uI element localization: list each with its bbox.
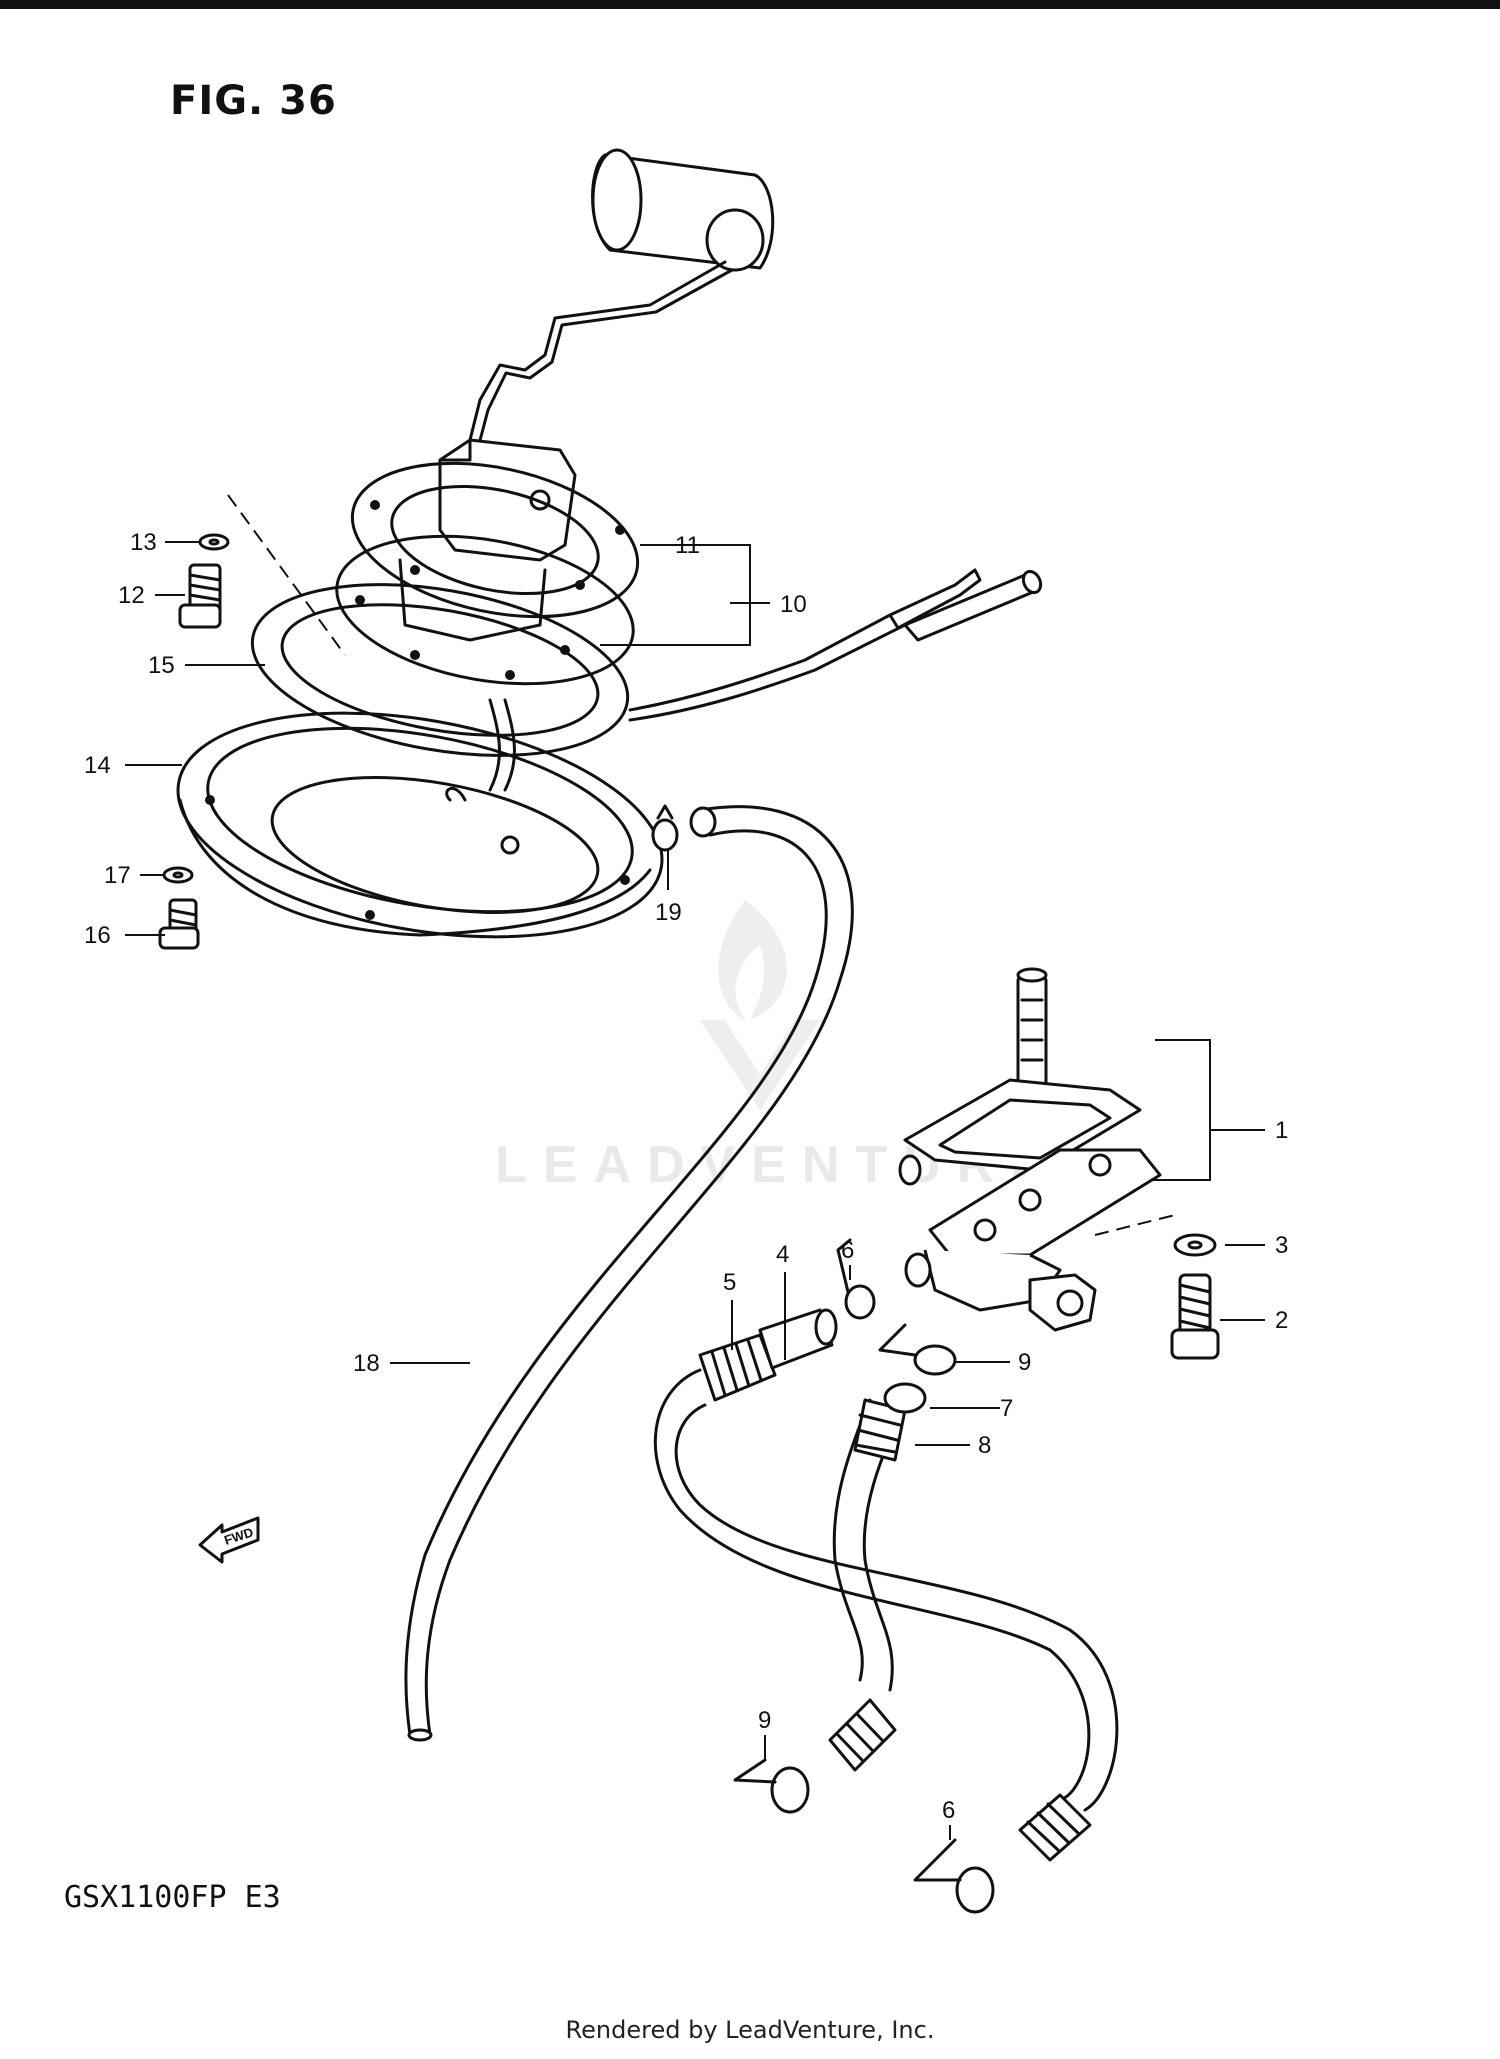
callout-7: 7 [1000,1395,1013,1422]
callout-15: 15 [148,652,175,679]
callout-19: 19 [655,899,682,926]
fuel-hose-5 [653,1308,1119,1862]
callout-13: 13 [130,529,157,556]
callout-18: 18 [353,1350,380,1377]
bolt-2 [1170,1273,1220,1360]
fuel-cock-1 [898,967,1162,1332]
callout-4: 4 [776,1241,789,1268]
hose-clip-6-upper [836,1238,876,1320]
callout-9: 9 [1018,1349,1031,1376]
sender-wire-lead [628,568,1043,722]
callout-6: 6 [841,1237,854,1264]
callout-11: 11 [675,532,700,559]
mounting-flange-14 [176,711,664,939]
fuel-hose-8 [828,1382,927,1772]
callout-5: 5 [723,1269,736,1296]
leader-lines [125,541,1265,1840]
screw-12 [178,563,222,629]
callout-17: 17 [104,862,131,889]
render-credit: Rendered by LeadVenture, Inc. [565,2016,935,2044]
model-code: GSX1100FP E3 [64,1880,281,1915]
callout-3: 3 [1275,1232,1288,1259]
top-border [0,0,1500,9]
callout-8: 8 [978,1432,991,1459]
callout-numbers: 1 2 3 4 5 6 7 8 9 10 11 12 13 14 15 16 1… [84,529,1288,1824]
figure-title: FIG. 36 [170,78,337,124]
forward-direction-arrow: FWD [198,1516,260,1564]
watermark-logo [700,900,820,1110]
hose-clip-19 [651,804,679,852]
washer-3 [1173,1233,1217,1257]
gasket-ring-15 [250,583,630,792]
callout-6-lower: 6 [942,1797,955,1824]
gasket-plate-11 [350,461,640,619]
callout-1: 1 [1275,1117,1288,1144]
callout-9-lower: 9 [758,1707,771,1734]
vent-hose-18 [404,805,854,1742]
callout-10: 10 [780,591,807,618]
callout-16: 16 [84,922,111,949]
fuel-level-sender [438,148,775,562]
callout-2: 2 [1275,1307,1288,1334]
washer-17 [162,866,194,884]
screw-16 [158,898,200,950]
hose-clip-9-upper [878,1323,957,1376]
hose-clip-9-lower [733,1758,810,1814]
washer-13 [198,533,230,551]
callout-14: 14 [84,752,111,779]
callout-12: 12 [118,582,145,609]
hose-clip-6-lower [913,1838,995,1914]
